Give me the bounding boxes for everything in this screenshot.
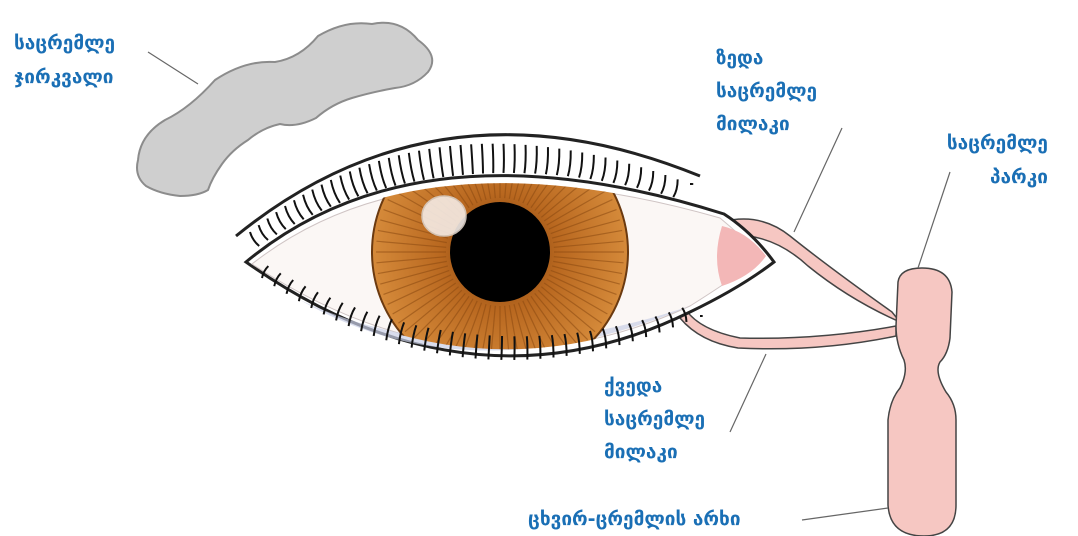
eyelash — [649, 171, 653, 191]
eyelash — [303, 195, 313, 215]
label-nasolacrimal-duct: ცხვირ-ცრემლის არხი — [528, 502, 741, 536]
eyelash — [527, 336, 528, 359]
eyelash — [340, 176, 349, 200]
eyelash — [399, 155, 405, 183]
eyelash — [482, 144, 483, 174]
eyelash — [471, 144, 473, 174]
label-line: ჯირკვალი — [14, 60, 115, 94]
eyelash — [312, 190, 322, 211]
label-line: საცრემლე — [716, 75, 817, 108]
eyelash — [488, 335, 489, 359]
eyelash — [369, 164, 377, 190]
eyelash — [331, 180, 340, 203]
eyelash — [285, 206, 295, 224]
eyelash — [250, 232, 259, 246]
label-line: პარკი — [946, 160, 1048, 194]
eyelash — [637, 167, 641, 188]
eyelash — [419, 151, 424, 180]
label-upper-canaliculus: ზედა საცრემლე მილაკი — [716, 42, 817, 141]
eyelash — [379, 161, 386, 188]
eyelash — [267, 218, 277, 234]
eyelash — [276, 212, 286, 229]
label-line: საცრემლე — [946, 126, 1048, 160]
eyelash — [501, 336, 502, 360]
leader-line-lower-canaliculus — [730, 354, 766, 432]
label-line: ქვედა — [604, 370, 705, 403]
eyelash — [535, 146, 537, 174]
eyelash — [409, 153, 415, 182]
eyelash — [350, 171, 359, 196]
label-lower-canaliculus: ქვედა საცრემლე მილაკი — [604, 370, 705, 469]
eyelash — [440, 147, 444, 177]
label-line: მილაკი — [604, 436, 705, 469]
eyelash — [625, 164, 629, 186]
iris-light-reflection — [422, 196, 466, 236]
eyelash — [524, 145, 525, 173]
eyelash — [557, 149, 560, 175]
lacrimal-gland-shape — [137, 23, 432, 196]
eyelash — [568, 150, 571, 176]
leader-line-upper-canaliculus — [794, 128, 842, 232]
leader-line-nasolacrimal-duct — [802, 508, 888, 520]
eyelash — [493, 144, 494, 173]
eyelash — [461, 145, 463, 175]
label-lacrimal-sac: საცრემლე პარკი — [946, 126, 1048, 194]
eyelash — [514, 144, 515, 173]
lacrimal-sac-and-duct — [888, 268, 956, 536]
lower-canaliculus-duct — [680, 310, 896, 349]
eyelash — [546, 147, 548, 174]
label-line: საცრემლე — [604, 403, 705, 436]
eyelash — [429, 149, 433, 178]
eyelash — [590, 155, 593, 179]
label-lacrimal-gland: საცრემლე ჯირკვალი — [14, 26, 115, 94]
eyelash — [673, 179, 677, 197]
eyelash — [602, 158, 606, 181]
eyelash — [661, 175, 665, 194]
eyelash — [450, 146, 453, 176]
eyelash — [539, 336, 540, 359]
eyelash — [294, 200, 304, 219]
label-line: საცრემლე — [14, 26, 115, 60]
eyelash — [359, 168, 367, 194]
eyelash — [389, 158, 396, 186]
label-line: ზედა — [716, 42, 817, 75]
label-line: ცხვირ-ცრემლის არხი — [528, 502, 741, 536]
eyelash — [579, 153, 582, 178]
label-line: მილაკი — [716, 108, 817, 141]
eyelash — [613, 160, 617, 182]
eyelash — [259, 225, 268, 240]
leader-line-lacrimal-gland — [148, 52, 198, 84]
eyelash — [321, 185, 330, 207]
